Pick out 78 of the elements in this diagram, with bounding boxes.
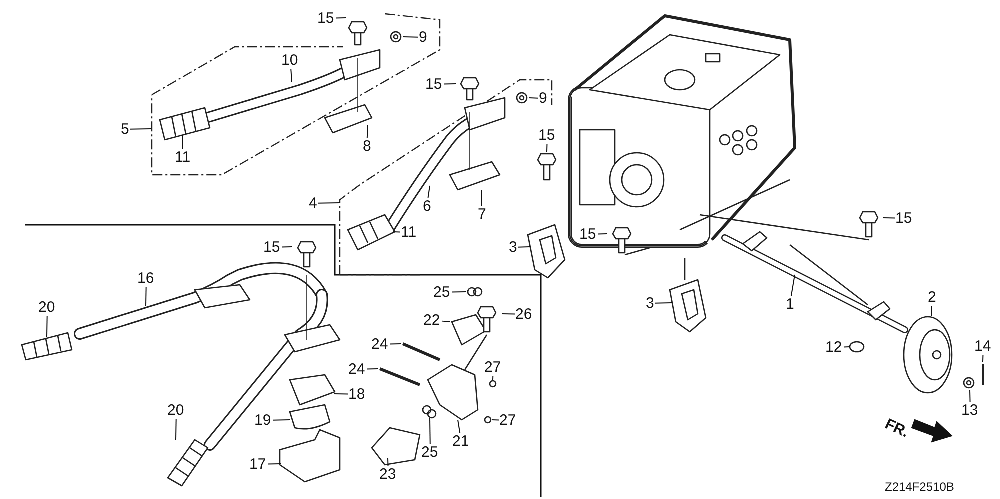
callout-number: 15	[318, 10, 334, 26]
callout-number: 23	[380, 466, 396, 482]
callout-number: 12	[826, 340, 842, 354]
leader-line	[268, 464, 282, 465]
leader-line	[546, 144, 548, 152]
callout-number: 21	[452, 434, 470, 448]
callout-number: 6	[423, 198, 432, 214]
callout-number: 8	[363, 138, 372, 154]
callout-number: 7	[478, 206, 486, 222]
leader-line	[492, 420, 500, 421]
leader-line	[882, 218, 896, 219]
callout-number: 26	[516, 306, 532, 322]
callout-number: 2	[928, 290, 936, 304]
leader-line	[146, 286, 147, 306]
leader-line	[502, 314, 516, 315]
callout-number: 11	[175, 150, 191, 164]
leader-line	[428, 186, 430, 198]
leader-line	[458, 420, 461, 434]
leader-line	[444, 84, 456, 85]
callout-number: 14	[974, 338, 992, 354]
leader-line	[452, 292, 466, 293]
callout-number: 24	[372, 336, 388, 352]
callout-number: 15	[538, 128, 556, 142]
leader-line	[366, 368, 378, 370]
callout-number: 3	[646, 296, 654, 310]
leader-line	[598, 234, 608, 235]
leader-line	[528, 98, 538, 99]
leader-line	[790, 274, 796, 296]
leader-line	[334, 394, 348, 395]
callout-number: 25	[434, 284, 450, 300]
callout-number: 19	[254, 412, 272, 428]
callout-number: 13	[962, 402, 978, 418]
callout-number: 16	[138, 270, 154, 286]
callout-number: 17	[250, 456, 266, 472]
leader-line	[402, 36, 418, 38]
callout-number: 10	[282, 52, 298, 68]
leader-line	[366, 124, 368, 138]
callout-number: 9	[539, 90, 548, 106]
callout-number: 5	[121, 122, 130, 136]
callout-number: 4	[309, 196, 318, 210]
callout-number: 3	[509, 240, 518, 254]
leader-line	[272, 420, 290, 421]
leader-line	[970, 390, 971, 402]
callout-number: 20	[38, 300, 56, 314]
leader-line	[392, 232, 400, 233]
callout-number: 11	[401, 224, 417, 240]
callout-number: 15	[426, 76, 442, 92]
callout-number: 20	[168, 402, 184, 418]
leader-line	[430, 418, 431, 444]
leader-line	[182, 134, 184, 150]
callout-number: 25	[422, 444, 438, 460]
leader-line	[46, 316, 48, 338]
leader-line	[290, 68, 292, 82]
leader-line	[336, 18, 346, 19]
leader-line	[518, 246, 530, 248]
callout-number: 15	[896, 210, 912, 226]
callout-number: 15	[580, 226, 596, 242]
callout-number: 27	[500, 412, 516, 428]
leader-line	[844, 346, 850, 348]
leader-line	[318, 202, 340, 204]
callout-number: 9	[419, 30, 428, 44]
leader-line	[388, 458, 389, 466]
leader-line	[130, 128, 152, 130]
direction-label: FR.	[882, 416, 912, 442]
callout-number: 1	[786, 296, 794, 312]
leader-line	[442, 320, 450, 322]
callout-number: 24	[348, 362, 366, 376]
drawing-code: Z214F2510B	[885, 480, 954, 494]
leader-line	[492, 376, 494, 380]
leader-line	[390, 344, 402, 345]
leader-line	[282, 246, 292, 248]
leader-line	[176, 418, 177, 440]
callout-number: 27	[484, 360, 502, 374]
callout-number: 18	[348, 386, 366, 402]
leader-line	[654, 302, 672, 304]
callout-number: 15	[264, 240, 280, 254]
callout-number: 22	[424, 312, 440, 328]
leader-line	[982, 354, 984, 362]
